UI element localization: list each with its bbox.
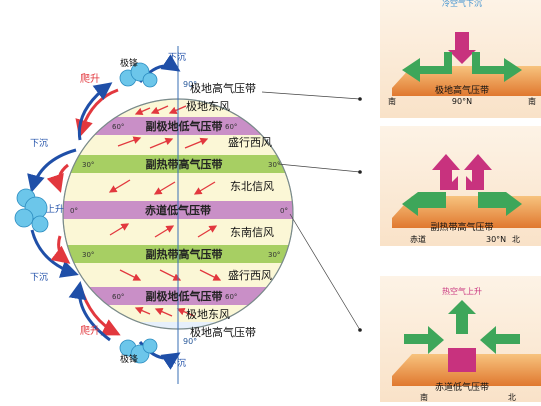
wind-arrow xyxy=(159,269,182,281)
green-arrow-right xyxy=(472,52,522,82)
lat-label: 60° xyxy=(225,123,237,131)
label-polar-front-bottom: 极锋 xyxy=(120,353,138,365)
label-climb-bottom: 爬升 xyxy=(80,325,100,337)
connector-dot xyxy=(358,97,362,101)
panel-polar-high: 冷空气下沉 极地高气压带 90°N 南 南 xyxy=(380,0,541,118)
lat-label: 60° xyxy=(112,293,124,301)
band-label-subpolar-low-north: 副极地低气压带 xyxy=(146,119,223,133)
panel-lat: 30°N xyxy=(486,235,506,244)
wind-arrow xyxy=(199,269,222,281)
wind-arrow xyxy=(134,107,151,116)
label-sink-bottom: 下沉 xyxy=(168,358,186,369)
wind-arrow xyxy=(197,225,218,238)
wind-arrow xyxy=(134,306,151,315)
label-polar-front-top: 极锋 xyxy=(120,57,138,69)
band-label-subpolar-low-south: 副极地低气压带 xyxy=(146,289,223,303)
lat-label: 0° xyxy=(280,207,288,215)
green-arrow xyxy=(448,300,476,334)
wind-arrow xyxy=(184,137,209,149)
arc-blue xyxy=(77,82,113,141)
panel-caption: 赤道低气压带 xyxy=(435,381,489,393)
label-westerlies-south: 盛行西风 xyxy=(228,268,272,282)
connector-lines xyxy=(261,91,361,331)
label-sink-top: 下沉 xyxy=(168,52,186,63)
green-arrow-left xyxy=(402,192,446,216)
connector-line xyxy=(277,163,361,173)
panel-left-dir: 南 xyxy=(420,392,428,402)
cloud-icon xyxy=(119,338,158,364)
arc-red xyxy=(46,163,69,193)
magenta-arrow-up xyxy=(432,154,460,190)
arc-blue xyxy=(27,148,77,193)
magenta-column xyxy=(448,348,476,372)
wind-arrow xyxy=(109,223,130,236)
wind-arrows xyxy=(108,105,222,317)
label-polar-easterlies-south: 极地东风 xyxy=(186,307,230,321)
wind-arrow xyxy=(149,137,174,149)
connector-dot xyxy=(358,328,362,332)
wind-arrow xyxy=(150,105,169,114)
panel-right-dir: 北 xyxy=(512,235,520,244)
label-polar-high-north: 极地高气压带 xyxy=(190,81,256,95)
panel-left-dir: 赤道 xyxy=(410,234,426,244)
label-se-trades: 东南信风 xyxy=(230,226,274,239)
green-arrow-right xyxy=(480,326,520,354)
label-polar-high-south: 极地高气压带 xyxy=(190,325,256,339)
lat-label: 0° xyxy=(70,207,78,215)
wind-arrow xyxy=(119,269,142,281)
green-arrow-right xyxy=(478,192,522,216)
panel-equatorial-low: 热空气上升 赤道低气压带 南 北 xyxy=(380,276,541,402)
label-climb-top: 爬升 xyxy=(80,73,100,85)
arc-blue xyxy=(30,229,79,278)
connector-dot xyxy=(358,170,362,174)
label-rise-mid: 上升 xyxy=(46,204,64,215)
label-polar-easterlies-north: 极地东风 xyxy=(186,99,230,113)
wind-arrow xyxy=(193,181,216,195)
pole-top-label: 90° xyxy=(183,80,197,89)
panel-left-dir: 南 xyxy=(388,96,396,106)
wind-arrow xyxy=(153,181,176,195)
lat-label: 30° xyxy=(82,161,94,169)
lat-label: 30° xyxy=(82,251,94,259)
lat-label: 30° xyxy=(268,251,280,259)
panel-air-label: 热空气上升 xyxy=(442,286,482,296)
arc-red xyxy=(50,235,71,264)
cloud-icon xyxy=(119,62,158,88)
wind-arrow xyxy=(154,225,175,238)
band-label-subtropical-high-south: 副热带高气压带 xyxy=(146,247,223,261)
wind-arrow xyxy=(176,308,195,317)
panel-caption: 副热带高气压带 xyxy=(430,221,493,233)
panel-caption: 极地高气压带 xyxy=(435,84,489,96)
wind-arrow xyxy=(108,179,131,193)
band-label-subtropical-high-north: 副热带高气压带 xyxy=(146,157,223,171)
magenta-arrow-up xyxy=(464,154,492,190)
label-westerlies-north: 盛行西风 xyxy=(228,135,272,149)
arc-red xyxy=(75,88,119,138)
green-arrow-left xyxy=(404,326,444,354)
lat-label: 60° xyxy=(112,123,124,131)
cloud-icon xyxy=(14,188,49,233)
label-sink-mid-top: 下沉 xyxy=(30,138,48,149)
magenta-arrow-down xyxy=(448,32,494,64)
arc-blue xyxy=(68,281,111,342)
connector-line xyxy=(261,91,361,100)
band-label-equatorial-low: 赤道低气压带 xyxy=(145,203,211,217)
panel-right-dir: 南 xyxy=(528,96,536,106)
panel-lat: 90°N xyxy=(452,97,472,106)
panel-air-label: 冷空气下沉 xyxy=(442,0,482,8)
pole-bottom-label: 90° xyxy=(183,337,197,346)
green-arrow-left xyxy=(402,52,452,82)
wind-arrow xyxy=(117,136,142,147)
label-sink-mid-bottom: 下沉 xyxy=(30,272,48,283)
lat-label: 30° xyxy=(268,161,280,169)
circulation-arcs xyxy=(27,54,181,370)
connector-line xyxy=(289,213,361,331)
lat-label: 60° xyxy=(225,293,237,301)
wind-arrow xyxy=(154,308,173,317)
label-ne-trades: 东北信风 xyxy=(230,180,274,193)
panel-subtropical-high: 副热带高气压带 30°N 赤道 北 xyxy=(380,126,541,246)
panel-right-dir: 北 xyxy=(508,393,516,402)
